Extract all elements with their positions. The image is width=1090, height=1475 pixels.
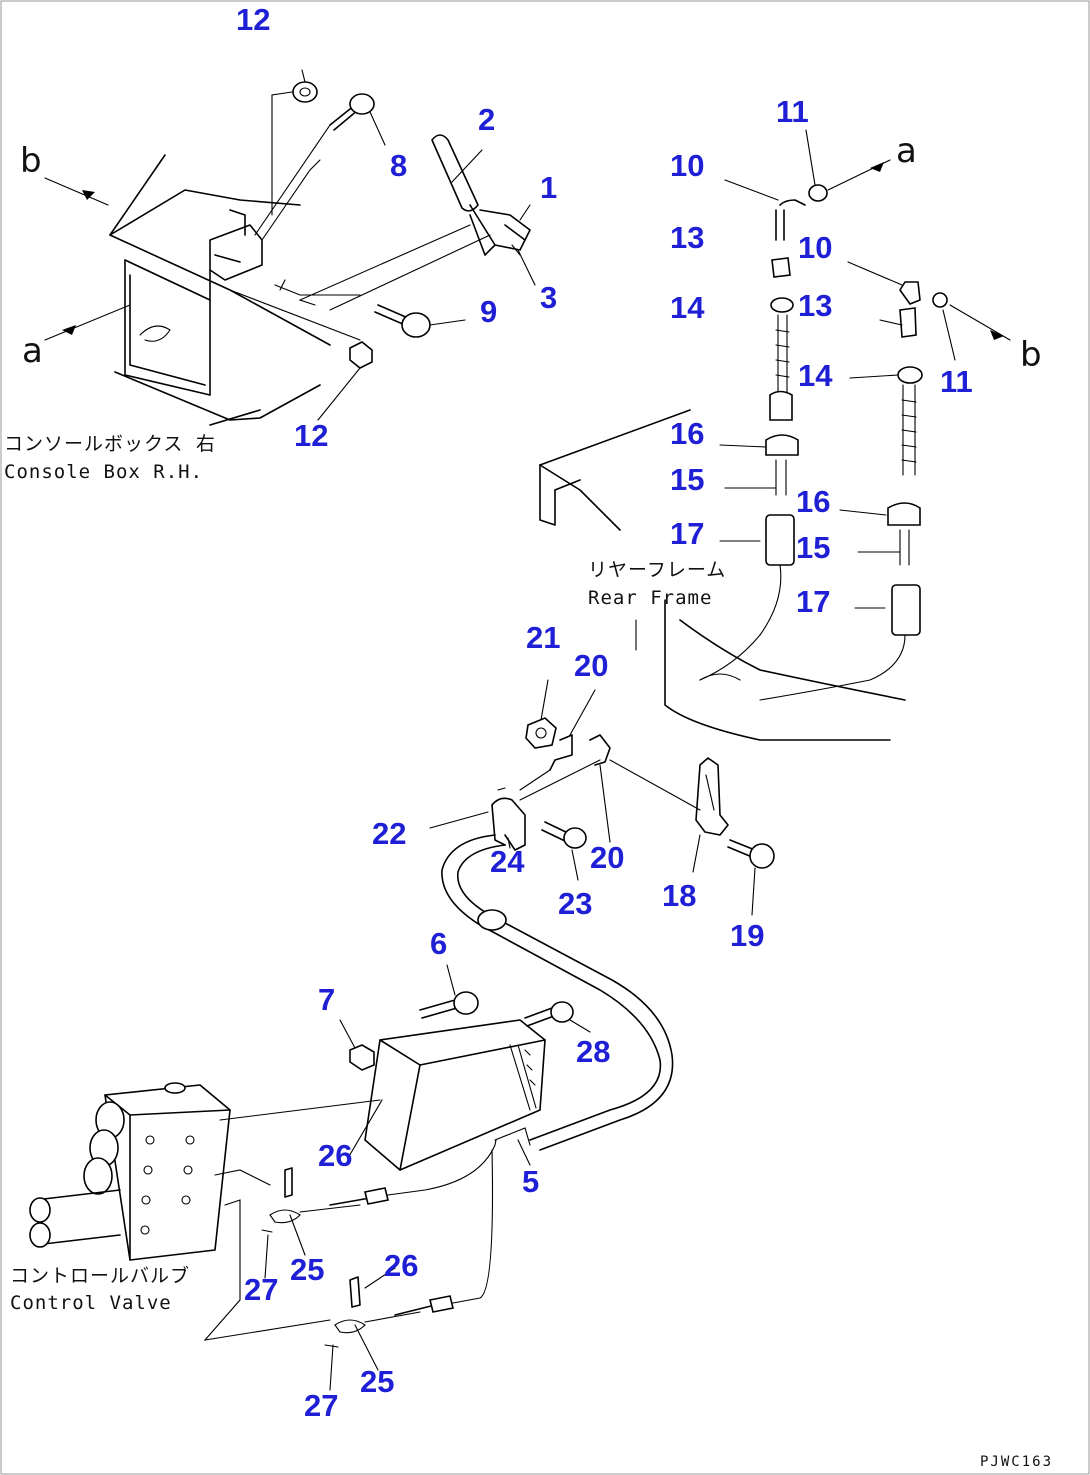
callout-2: 2 [478,102,496,137]
rear-frame-label-jp: リヤーフレーム [588,559,727,581]
callout-17-right: 17 [796,584,831,619]
callout-11-top: 11 [776,94,809,129]
callout-26-upper: 26 [318,1138,353,1173]
arrow-a-left [44,304,131,341]
callout-26-lower: 26 [384,1248,419,1283]
cable-end-left [699,184,828,681]
console-box-label-en: Console Box R.H. [4,461,204,483]
callout-8: 8 [390,148,408,183]
callout-12-lower: 12 [294,418,329,453]
cable-end-right [759,281,948,701]
callout-27-lower: 27 [304,1388,339,1423]
control-valve [29,1082,381,1341]
callout-13-right: 13 [798,288,833,323]
callout-9: 9 [480,294,498,329]
callout-10-right: 10 [798,230,833,265]
callout-28: 28 [576,1034,611,1069]
bolt-23 [541,821,587,849]
control-rod-upper [229,279,361,341]
callout-3: 3 [540,280,558,315]
callout-16-right: 16 [796,484,831,519]
drawing-reference: PJWC163 [980,1454,1054,1470]
nut-12-top [292,81,318,103]
callout-10-top: 10 [670,148,705,183]
callout-20-top: 20 [574,648,609,683]
callout-1: 1 [540,170,558,205]
callout-14-right: 14 [798,358,833,393]
lever-2 [298,134,531,311]
callout-17-left: 17 [670,516,705,551]
bolt-28 [524,1001,574,1027]
callout-6: 6 [430,926,448,961]
bolt-19 [727,839,775,869]
bolt-9 [374,304,431,338]
rear-frame-label-en: Rear Frame [588,587,713,609]
nut-12-lower [349,341,373,369]
control-cable-run [441,834,674,1151]
callout-23: 23 [558,886,593,921]
console-box-label-jp: コンソールボックス 右 [4,433,216,455]
lever-bracket [209,91,331,281]
callout-14-left: 14 [670,290,705,325]
bracket-18 [695,757,729,836]
control-valve-label-jp: コントロールバルブ [10,1265,191,1287]
callout-20-lower: 20 [590,840,625,875]
callout-24: 24 [490,844,525,879]
arrow-letter-a-top-right: a [896,131,917,171]
rear-frame [539,409,906,741]
arrow-letter-a-left: a [22,331,43,371]
leader-lines [264,69,956,1391]
arrow-letter-b-right: b [1020,335,1042,375]
callout-16-left: 16 [670,416,705,451]
arrow-b-left [44,177,109,206]
callout-27-upper: 27 [244,1272,279,1307]
bolt-6 [419,991,479,1019]
arrow-a-top-right [827,159,891,191]
bolt-8 [329,93,375,131]
callout-22: 22 [372,816,407,851]
callout-15-right: 15 [796,530,831,565]
cable-connector-lower [324,1149,494,1348]
control-valve-label-en: Control Valve [10,1292,172,1314]
callout-18: 18 [662,878,697,913]
callout-13-left: 13 [670,220,705,255]
callout-19: 19 [730,918,765,953]
callout-7: 7 [318,982,336,1017]
callout-15-left: 15 [670,462,705,497]
nut-7 [349,1044,375,1071]
arrow-b-right [949,304,1011,341]
callout-21: 21 [526,620,561,655]
callout-11-right: 11 [940,364,973,399]
callout-5: 5 [522,1164,540,1199]
callout-25-lower: 25 [360,1364,395,1399]
cable-connector-upper [261,1139,497,1233]
callout-12-top: 12 [236,2,271,37]
clamp-group [491,717,701,851]
arrow-letter-b-left: b [20,141,42,181]
linkage-box [364,1019,546,1171]
callout-25-upper: 25 [290,1252,325,1287]
console-box [109,154,331,426]
